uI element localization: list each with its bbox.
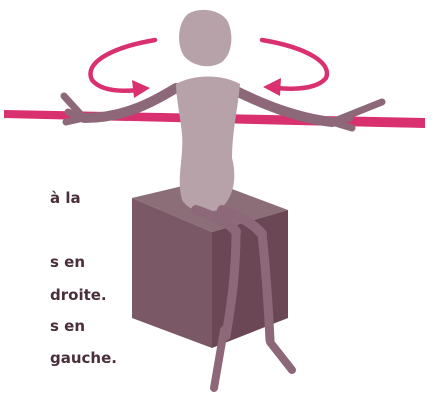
rotation-arrow-left xyxy=(90,40,155,91)
instruction-line-1: à la xyxy=(50,189,81,207)
figure-head xyxy=(179,10,231,66)
arrowhead-right-icon xyxy=(263,78,281,96)
instruction-line-5: gauche. xyxy=(50,349,117,367)
figure-torso xyxy=(176,77,240,212)
rotation-arrow-right xyxy=(262,40,327,89)
instruction-line-4: s en xyxy=(50,317,85,335)
arrowhead-left-icon xyxy=(132,80,150,98)
instruction-line-3: droite. xyxy=(50,286,107,304)
instruction-line-2: s en xyxy=(50,253,85,271)
